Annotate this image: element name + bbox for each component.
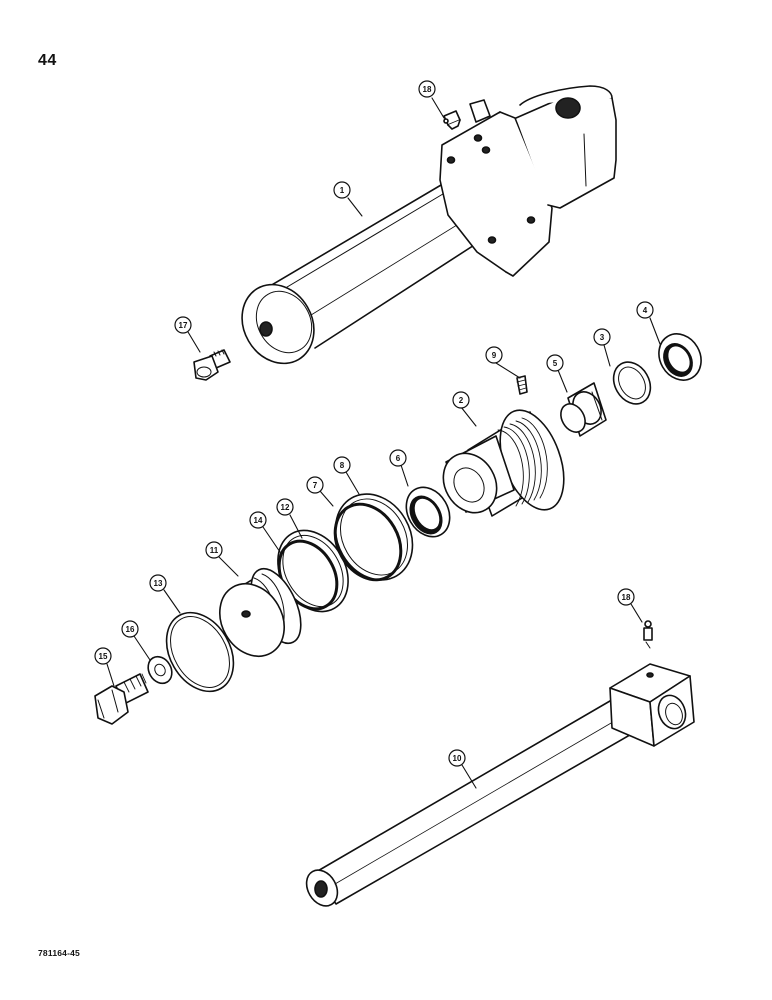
callout-label-16: 16	[126, 625, 135, 634]
rod-seal-part	[405, 486, 451, 538]
callout-8: 8	[333, 456, 351, 474]
plug-part	[193, 349, 231, 381]
callout-12: 12	[276, 498, 294, 516]
document-code: 781164-45	[38, 948, 80, 958]
callout-label-11: 11	[210, 546, 219, 555]
callout-label-12: 12	[281, 503, 290, 512]
barrel-part	[241, 85, 617, 365]
callout-18-upper: 18	[418, 80, 436, 98]
callout-label-7: 7	[313, 481, 318, 490]
callout-label-1: 1	[340, 186, 345, 195]
page-number: 44	[38, 52, 57, 69]
callout-2: 2	[452, 391, 470, 409]
callout-label-17: 17	[179, 321, 188, 330]
callout-label-14: 14	[254, 516, 263, 525]
grease-fitting-upper	[443, 110, 461, 130]
callout-18-lower: 18	[617, 588, 635, 606]
callout-label-3: 3	[600, 333, 605, 342]
callout-label-9: 9	[492, 351, 497, 360]
callout-10: 10	[448, 749, 466, 767]
washer-part	[147, 655, 173, 685]
callout-label-6: 6	[396, 454, 401, 463]
rod-part	[305, 663, 695, 907]
callout-6: 6	[389, 449, 407, 467]
callout-label-8: 8	[340, 461, 345, 470]
leader-lines	[106, 97, 661, 789]
callout-label-4: 4	[643, 306, 648, 315]
grease-fitting-lower	[643, 620, 653, 649]
wiper-seal-part	[658, 333, 702, 381]
callout-label-18-lower: 18	[622, 593, 631, 602]
callout-17: 17	[174, 316, 192, 334]
ring-part	[612, 361, 652, 405]
set-screw-part	[516, 375, 528, 395]
callout-3: 3	[593, 328, 611, 346]
piston-part	[219, 567, 302, 657]
callout-4: 4	[636, 301, 654, 319]
callout-1: 1	[333, 181, 351, 199]
callout-11: 11	[205, 541, 223, 559]
callout-label-18-upper: 18	[423, 85, 432, 94]
callout-label-10: 10	[453, 754, 462, 763]
callout-7: 7	[306, 476, 324, 494]
callout-16: 16	[121, 620, 139, 638]
callout-15: 15	[94, 647, 112, 665]
bushing-part	[560, 382, 607, 437]
gland-part	[442, 409, 565, 517]
callout-bubbles: 1 2 3 4 5 6 7 8 9 10 11 12 13 14 15 16 1…	[94, 80, 654, 767]
callout-label-15: 15	[99, 652, 108, 661]
callout-label-2: 2	[459, 396, 464, 405]
callout-label-5: 5	[553, 359, 558, 368]
callout-9: 9	[485, 346, 503, 364]
callout-5: 5	[546, 354, 564, 372]
callout-14: 14	[249, 511, 267, 529]
callout-label-13: 13	[154, 579, 163, 588]
callout-13: 13	[149, 574, 167, 592]
piston-ring-part	[165, 611, 235, 693]
bolt-part	[94, 673, 149, 725]
